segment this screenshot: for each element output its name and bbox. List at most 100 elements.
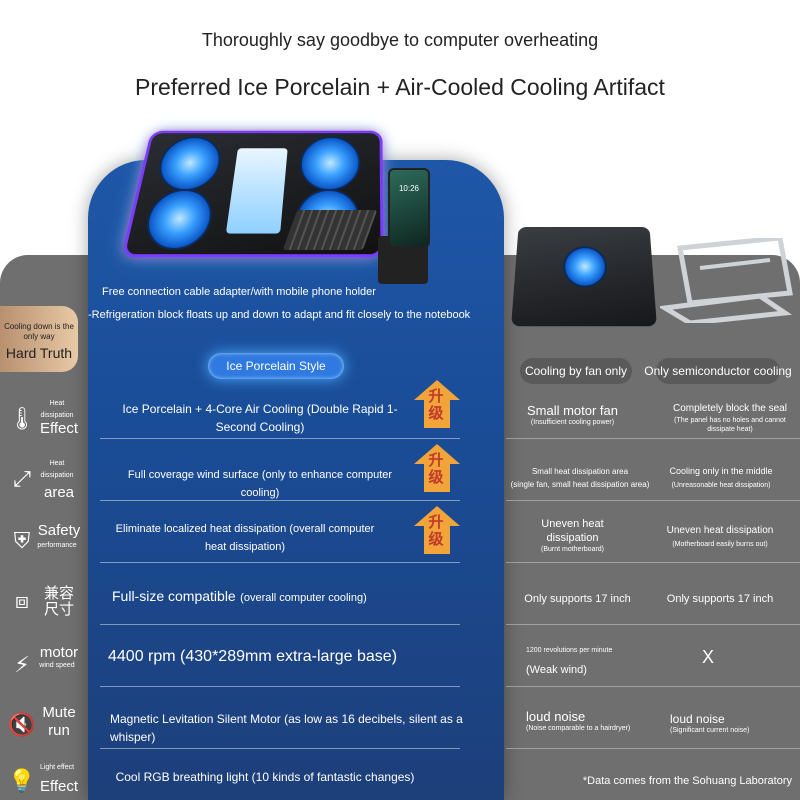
- footnote: *Data comes from the Sohuang Laboratory: [583, 775, 792, 787]
- hard-truth-subtitle: Cooling down is the only way: [0, 322, 78, 342]
- fan-cell-safety: Uneven heat dissipation (Burnt motherboa…: [520, 517, 625, 554]
- semi-cell-effect: Completely block the seal (The panel has…: [666, 402, 794, 434]
- column-header-fan-only: Cooling by fan only: [520, 358, 632, 384]
- fan-cell-main: loud noise: [526, 709, 585, 724]
- row-divider: [100, 438, 460, 439]
- upgrade-badge-icon: 升级: [414, 506, 460, 554]
- upgrade-badge-icon: 升级: [414, 444, 460, 492]
- semi-cell-mute: loud noise (Significant current noise): [670, 712, 780, 735]
- motor-icon: ⚡: [10, 652, 34, 678]
- row-divider: [506, 624, 800, 625]
- ice-cell-mute: Magnetic Levitation Silent Motor (as low…: [110, 710, 482, 746]
- tagline: Thoroughly say goodbye to computer overh…: [0, 30, 800, 51]
- hard-truth-title: Hard Truth: [0, 345, 78, 361]
- fan-cell-motor: 1200 revolutions per minute (Weak wind): [526, 646, 636, 677]
- category-sub: wind speed: [36, 660, 78, 672]
- fan-cell-main: Uneven heat dissipation: [541, 518, 603, 544]
- ice-cell-size-note: (overall computer cooling): [240, 592, 367, 604]
- fan-icon: [298, 136, 361, 190]
- fan-cell-size: Only supports 17 inch: [510, 592, 645, 606]
- row-divider: [100, 562, 460, 563]
- semi-cell-note: (Unreasonable heat dissipation): [666, 481, 776, 490]
- shield-check-icon: ⛨: [10, 528, 34, 554]
- fan-icon: [154, 136, 225, 190]
- fan-cell-main: Small heat dissipation area: [532, 467, 628, 476]
- column-header-ice-porcelain: Ice Porcelain Style: [208, 353, 344, 379]
- fan-cell-note: (Noise comparable to a hairdryer): [526, 724, 646, 733]
- fan-cell-note: (Insufficient cooling power): [510, 418, 635, 427]
- upgrade-label: 升级: [426, 452, 446, 486]
- fan-cell-main: (Weak wind): [526, 664, 587, 676]
- size-compat-icon: ⧈: [10, 588, 34, 614]
- category-main: Mute: [36, 704, 82, 721]
- category-sub: Heat dissipation: [36, 458, 78, 482]
- ice-block-icon: [226, 148, 288, 233]
- row-divider: [100, 748, 460, 749]
- semi-cell-safety: Uneven heat dissipation (Motherboard eas…: [664, 524, 776, 549]
- category-heat-effect: 🌡 Heat dissipation Effect: [6, 398, 84, 446]
- fan-icon: [141, 189, 216, 250]
- hard-truth-badge: Cooling down is the only way Hard Truth: [0, 306, 78, 372]
- semi-cell-size: Only supports 17 inch: [660, 592, 780, 606]
- holder-caption: Free connection cable adapter/with mobil…: [102, 286, 376, 298]
- semi-cell-note: (The panel has no holes and cannot dissi…: [666, 416, 794, 434]
- upgrade-label: 升级: [426, 514, 446, 548]
- semi-cell-note: (Significant current noise): [670, 726, 780, 735]
- light-bulb-icon: 💡: [10, 768, 34, 794]
- category-motor: ⚡ motor wind speed: [6, 644, 84, 692]
- row-divider: [506, 438, 800, 439]
- fan-cell-note: (Burnt motherboard): [520, 545, 625, 554]
- refrigeration-caption: -Refrigeration block floats up and down …: [88, 309, 470, 321]
- category-size-compat: ⧈ 兼容 尺寸: [6, 580, 84, 628]
- ice-cell-motor: 4400 rpm (430*289mm extra-large base): [108, 648, 418, 666]
- phone-clock: 10:26: [390, 184, 428, 193]
- category-safety: ⛨ Safety performance: [6, 520, 84, 568]
- ice-cell-safety: Eliminate localized heat dissipation (ov…: [110, 520, 380, 556]
- keyboard-image: [283, 210, 378, 250]
- fan-icon: [563, 246, 608, 287]
- phone-image: 10:26: [388, 168, 430, 248]
- row-divider: [506, 686, 800, 687]
- semi-cell-note: (Motherboard easily burns out): [664, 540, 776, 549]
- category-main: motor: [36, 644, 82, 661]
- semi-cell-motor: X: [690, 650, 726, 664]
- row-divider: [506, 562, 800, 563]
- semi-cell-main: Completely block the seal: [673, 403, 787, 414]
- fan-cell-area: Small heat dissipation area (single fan,…: [510, 464, 650, 489]
- fan-only-pad-image: [511, 227, 657, 326]
- semi-cell-main: loud noise: [670, 712, 725, 726]
- fan-cell-mute: loud noise (Noise comparable to a hairdr…: [526, 710, 646, 733]
- ice-cell-area: Full coverage wind surface (only to enha…: [110, 466, 410, 502]
- category-main: area: [36, 484, 82, 501]
- category-sub: Heat dissipation: [36, 398, 78, 422]
- semi-cell-main: Uneven heat dissipation: [667, 525, 774, 536]
- category-sub: 尺寸: [36, 598, 82, 619]
- page-title: Preferred Ice Porcelain + Air-Cooled Coo…: [0, 74, 800, 101]
- category-sub: performance: [36, 540, 78, 552]
- category-sub: run: [36, 722, 82, 739]
- semi-cell-main: Cooling only in the middle: [669, 466, 772, 476]
- ice-cell-light: Cool RGB breathing light (10 kinds of fa…: [110, 768, 420, 786]
- semi-cell-area: Cooling only in the middle (Unreasonable…: [666, 464, 776, 490]
- category-heat-area: ⤢ Heat dissipation area: [6, 458, 84, 506]
- upgrade-label: 升级: [426, 388, 446, 422]
- category-main: Safety: [36, 522, 82, 539]
- thermometer-icon: 🌡: [10, 406, 34, 432]
- category-light: 💡 Light effect Effect: [6, 760, 84, 800]
- fan-cell-note: 1200 revolutions per minute: [526, 646, 636, 655]
- column-header-semiconductor: Only semiconductor cooling: [656, 358, 780, 384]
- fan-cell-main: Small motor fan: [527, 403, 618, 418]
- mute-speaker-icon: 🔇: [10, 712, 34, 738]
- row-divider: [100, 624, 460, 625]
- upgrade-badge-icon: 升级: [414, 380, 460, 428]
- ice-cell-size-main: Full-size compatible: [112, 588, 236, 604]
- category-mute: 🔇 Mute run: [6, 704, 84, 752]
- fan-cell-effect: Small motor fan (Insufficient cooling po…: [510, 404, 635, 427]
- row-divider: [506, 748, 800, 749]
- ice-cell-effect: Ice Porcelain + 4-Core Air Cooling (Doub…: [110, 400, 410, 436]
- row-divider: [506, 500, 800, 501]
- area-expand-icon: ⤢: [10, 466, 34, 492]
- fan-cell-note: (single fan, small heat dissipation area…: [510, 480, 650, 489]
- semiconductor-stand-image: [660, 238, 795, 323]
- ice-cell-size: Full-size compatible (overall computer c…: [112, 588, 367, 606]
